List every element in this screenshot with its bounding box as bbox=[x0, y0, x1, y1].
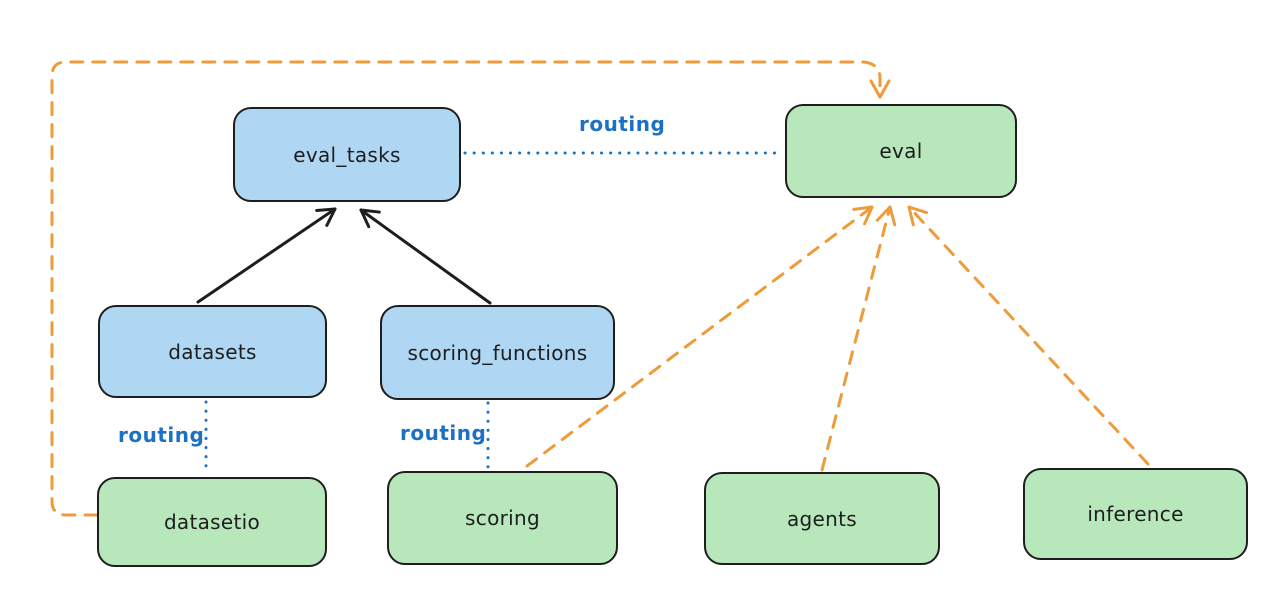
node-agents: agents bbox=[704, 472, 940, 565]
edge-scoring-to-eval bbox=[525, 205, 874, 468]
edge-datasetio-to-eval bbox=[50, 60, 891, 517]
edge-scoring-functions-to-eval-tasks bbox=[359, 208, 492, 305]
node-datasets: datasets bbox=[98, 305, 327, 398]
node-eval-tasks-label: eval_tasks bbox=[293, 142, 401, 167]
node-eval-tasks: eval_tasks bbox=[233, 107, 461, 202]
node-scoring: scoring bbox=[387, 471, 618, 565]
node-eval: eval bbox=[785, 104, 1017, 198]
node-datasets-label: datasets bbox=[168, 339, 257, 364]
node-eval-label: eval bbox=[879, 139, 923, 163]
node-agents-label: agents bbox=[787, 506, 857, 531]
node-datasetio: datasetio bbox=[97, 477, 327, 567]
edge-datasets-to-eval-tasks bbox=[196, 207, 337, 304]
node-scoring-functions-label: scoring_functions bbox=[407, 340, 588, 365]
node-inference-label: inference bbox=[1087, 502, 1184, 526]
edge-label-routing-scoring-functions-scoring: routing bbox=[400, 421, 487, 445]
edge-inference-to-eval bbox=[907, 205, 1150, 466]
node-scoring-label: scoring bbox=[465, 506, 540, 530]
node-scoring-functions: scoring_functions bbox=[380, 305, 615, 400]
node-datasetio-label: datasetio bbox=[163, 510, 261, 534]
node-inference: inference bbox=[1023, 468, 1248, 560]
edge-label-routing-datasets-datasetio: routing bbox=[118, 423, 205, 447]
edge-agents-to-eval bbox=[820, 205, 897, 472]
edge-label-routing-eval-tasks-eval: routing bbox=[579, 112, 666, 136]
